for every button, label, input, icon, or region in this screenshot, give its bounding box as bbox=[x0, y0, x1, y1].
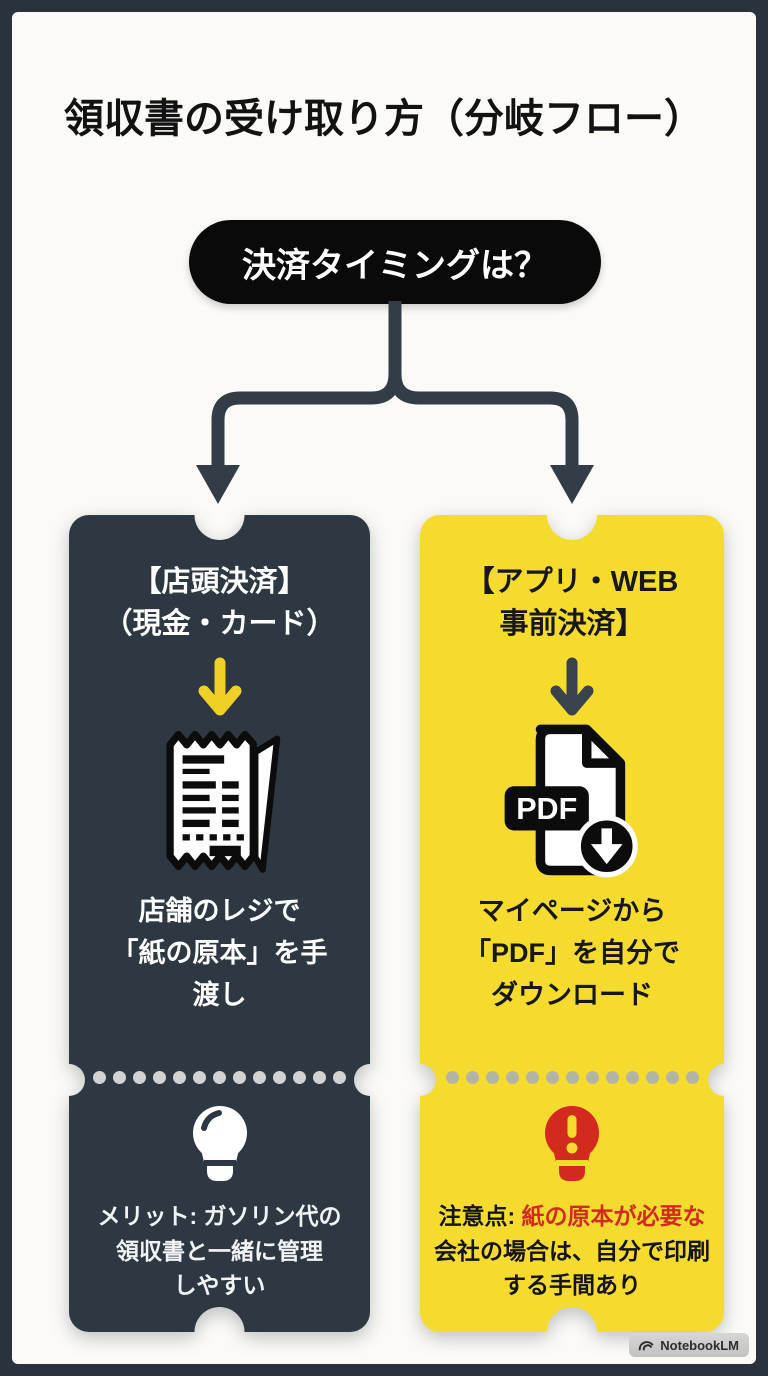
ticket-shape-left bbox=[69, 515, 370, 1332]
perforation-dot bbox=[565, 1071, 579, 1084]
perforation-dot bbox=[585, 1071, 599, 1084]
perforation-dot bbox=[625, 1071, 639, 1084]
left-card-description: 店舗のレジで 「紙の原本」を手 渡し bbox=[111, 896, 328, 1010]
right-card-note: 注意点: 紙の原本が必要な会社の場合は、自分で印刷する手間あり bbox=[434, 1203, 710, 1298]
perforation-dot bbox=[333, 1071, 346, 1084]
perforation-dot bbox=[465, 1071, 479, 1084]
arrow-down-right-icon bbox=[550, 465, 594, 504]
perforation-dot bbox=[505, 1071, 519, 1084]
watermark-label: NotebookLM bbox=[660, 1337, 739, 1353]
perforation-dot bbox=[113, 1071, 126, 1084]
alert-bulb-icon bbox=[545, 1106, 599, 1181]
notebooklm-logo-icon bbox=[638, 1341, 654, 1351]
perforation-dot bbox=[93, 1071, 106, 1084]
perforation-dot bbox=[133, 1071, 146, 1084]
perforation-dot bbox=[545, 1071, 559, 1084]
perforation-dot bbox=[313, 1071, 326, 1084]
branch-card-online: 【アプリ・WEB 事前決済】 PDF bbox=[420, 515, 724, 1332]
arrow-down-left-icon bbox=[196, 465, 240, 504]
page-title: 領収書の受け取り方（分岐フロー） bbox=[64, 97, 704, 141]
left-card-note: メリット: ガソリン代の 領収書と一緒に管理 しやすい bbox=[97, 1203, 342, 1298]
right-card-title: 【アプリ・WEB 事前決済】 bbox=[465, 566, 679, 641]
left-card-title: 【店頭決済】 （現金・カード） bbox=[103, 566, 336, 641]
perforation-dots bbox=[420, 1071, 724, 1084]
infographic-canvas: 領収書の受け取り方（分岐フロー） 決済タイミングは？ bbox=[12, 12, 756, 1364]
perforation-dot bbox=[605, 1071, 619, 1084]
lightbulb-icon bbox=[192, 1106, 247, 1181]
perforation-dot bbox=[485, 1071, 499, 1084]
right-card-description: マイページから 「PDF」を自分で ダウンロード bbox=[464, 896, 680, 1010]
perforation-dots bbox=[69, 1071, 370, 1084]
notebooklm-watermark: NotebookLM bbox=[629, 1333, 749, 1357]
pdf-label: PDF bbox=[516, 792, 577, 826]
perforation-dot bbox=[253, 1071, 266, 1084]
perforation-dot bbox=[293, 1071, 306, 1084]
perforation-dot bbox=[213, 1071, 226, 1084]
perforation-dot bbox=[233, 1071, 246, 1084]
root-question-node: 決済タイミングは？ bbox=[189, 220, 601, 304]
pdf-download-icon: PDF bbox=[504, 724, 638, 878]
branch-card-store: 【店頭決済】 （現金・カード） bbox=[69, 515, 370, 1332]
perforation-dot bbox=[273, 1071, 286, 1084]
down-arrow-icon bbox=[550, 657, 594, 716]
down-arrow-icon bbox=[198, 657, 241, 716]
perforation-dot bbox=[665, 1071, 679, 1084]
perforation-dot bbox=[193, 1071, 206, 1084]
perforation-dot bbox=[445, 1071, 459, 1084]
perforation-dot bbox=[525, 1071, 539, 1084]
branch-connector bbox=[196, 301, 594, 504]
ticket-shape-right bbox=[420, 515, 724, 1332]
perforation-dot bbox=[645, 1071, 659, 1084]
perforation-dot bbox=[153, 1071, 166, 1084]
perforation-dot bbox=[685, 1071, 699, 1084]
receipt-icon bbox=[165, 730, 280, 873]
perforation-dot bbox=[173, 1071, 186, 1084]
root-question-label: 決済タイミングは？ bbox=[242, 246, 548, 285]
note-highlight: 紙の原本が必要な bbox=[521, 1203, 706, 1229]
